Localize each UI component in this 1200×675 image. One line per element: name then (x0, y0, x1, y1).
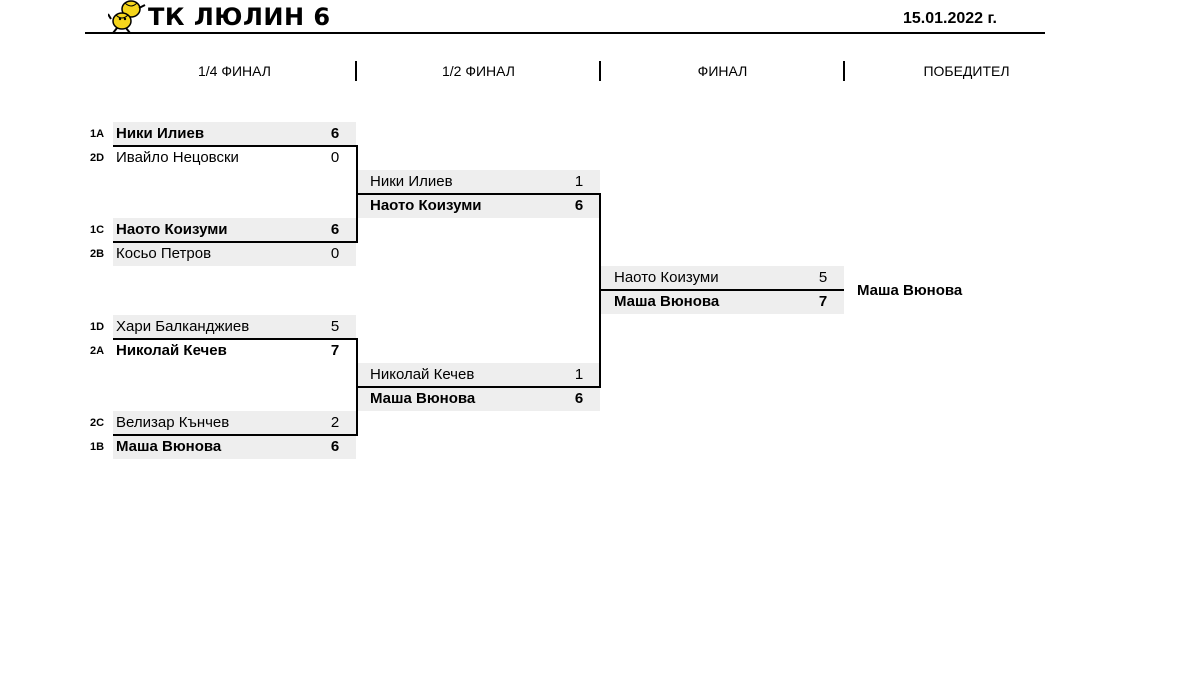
round-label-winner: ПОБЕДИТЕЛ (923, 63, 1010, 79)
round-label-semifinal: 1/2 ФИНАЛ (441, 63, 515, 79)
player-name: Косьо Петров (116, 245, 212, 262)
bracket-line (113, 338, 358, 340)
player-score: 1 (574, 366, 584, 383)
bracket-line (113, 434, 358, 436)
player-row (601, 290, 844, 314)
player-name: Наото Коизуми (614, 269, 719, 286)
bracket-line (599, 193, 601, 388)
player-score: 6 (330, 438, 340, 455)
player-score: 6 (574, 390, 584, 407)
player-name: Маша Вюнова (116, 438, 222, 455)
bracket-line (357, 193, 601, 195)
player-row (113, 411, 356, 435)
player-score: 5 (330, 318, 340, 335)
player-row (357, 194, 600, 218)
player-row (113, 315, 356, 339)
player-name: Хари Балканджиев (116, 318, 250, 335)
player-row (357, 387, 600, 411)
player-score: 0 (330, 149, 340, 166)
player-score: 1 (574, 173, 584, 190)
player-name: Маша Вюнова (370, 390, 476, 407)
player-row (601, 266, 844, 290)
round-divider (843, 61, 845, 81)
player-name: Велизар Кънчев (116, 414, 230, 431)
player-score: 6 (330, 125, 340, 142)
player-score: 6 (574, 197, 584, 214)
round-label-quarterfinal: 1/4 ФИНАЛ (197, 63, 271, 79)
seed-label: 2A (90, 345, 105, 357)
player-score: 7 (330, 342, 340, 359)
player-name: Наото Коизуми (116, 221, 228, 238)
round-label-final: ФИНАЛ (697, 63, 748, 79)
player-name: Николай Кечев (116, 342, 227, 359)
bracket-line (601, 289, 844, 291)
seed-label: 2B (90, 248, 105, 260)
player-name: Маша Вюнова (614, 293, 720, 310)
seed-label: 1B (90, 441, 105, 453)
seed-label: 2C (90, 417, 105, 429)
round-divider (355, 61, 357, 81)
player-name: Николай Кечев (370, 366, 475, 383)
player-score: 5 (818, 269, 828, 286)
player-row (357, 170, 600, 194)
seed-label: 1C (90, 224, 105, 236)
player-row (357, 363, 600, 387)
player-row (113, 122, 356, 146)
club-title: ТК ЛЮЛИН 6 (148, 3, 331, 31)
player-row (113, 218, 356, 242)
tournament-winner: Маша Вюнова (857, 282, 963, 299)
round-divider (599, 61, 601, 81)
player-row (113, 435, 356, 459)
tennis-ball-mascot-icon (108, 0, 146, 34)
player-score: 6 (330, 221, 340, 238)
player-name: Ники Илиев (370, 173, 453, 190)
player-score: 2 (330, 414, 340, 431)
seed-label: 1A (90, 128, 105, 140)
player-row (113, 242, 356, 266)
bracket-line (113, 145, 358, 147)
header-divider (85, 32, 1045, 34)
player-name: Наото Коизуми (370, 197, 482, 214)
seed-label: 2D (90, 152, 105, 164)
player-name: Ники Илиев (116, 125, 205, 142)
player-name: Ивайло Нецовски (116, 149, 239, 166)
player-score: 0 (330, 245, 340, 262)
seed-label: 1D (90, 321, 105, 333)
bracket-line (357, 386, 601, 388)
player-score: 7 (818, 293, 828, 310)
bracket-line (113, 241, 358, 243)
tournament-date: 15.01.2022 г. (902, 10, 997, 27)
